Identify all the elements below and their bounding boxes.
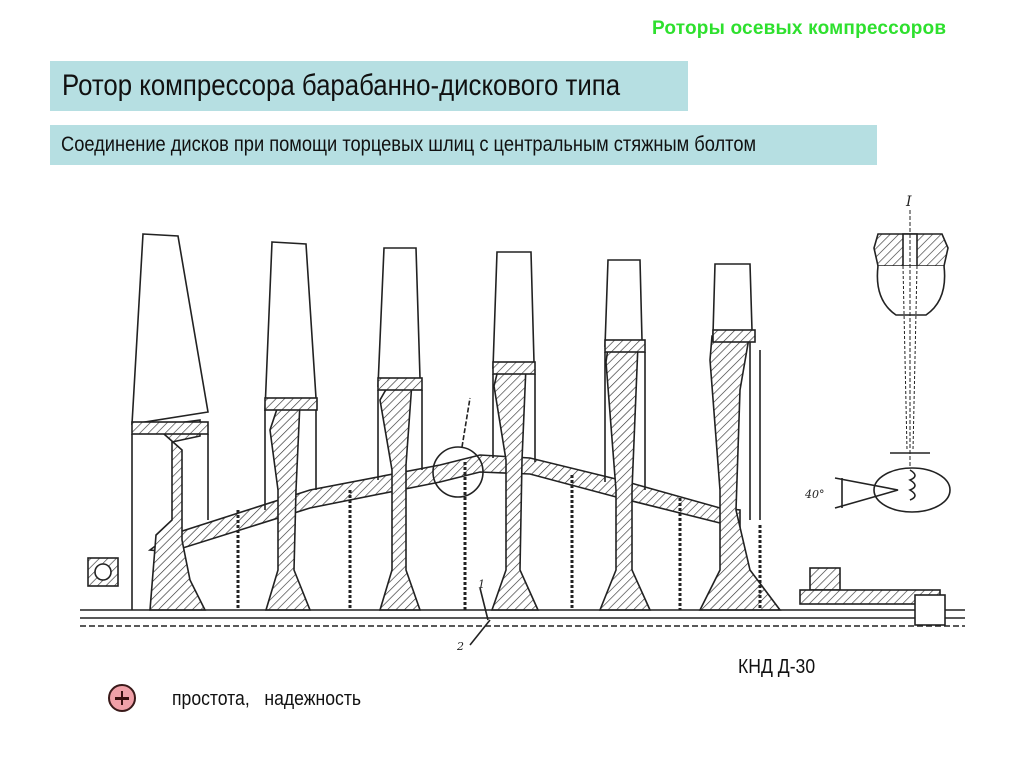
drawing-caption: КНД Д-30 bbox=[738, 656, 816, 678]
slide-subtitle-box: Соединение дисков при помощи торцевых шл… bbox=[50, 125, 877, 165]
section-title: Роторы осевых компрессоров bbox=[652, 18, 947, 39]
angle-label: 40° bbox=[804, 488, 825, 501]
plus-circle-icon bbox=[108, 684, 136, 712]
callout-2: 2 bbox=[456, 640, 464, 653]
detail-label-I: I bbox=[905, 194, 912, 210]
slide-title-box: Ротор компрессора барабанно-дискового ти… bbox=[50, 61, 688, 111]
rotor-cross-section-drawing: I 40° 1 2 bbox=[80, 194, 965, 653]
advantages-text: простота, надежность bbox=[172, 688, 362, 710]
slide-title: Ротор компрессора барабанно-дискового ти… bbox=[62, 69, 621, 102]
callout-1: 1 bbox=[478, 578, 485, 591]
slide-subtitle: Соединение дисков при помощи торцевых шл… bbox=[61, 133, 757, 156]
